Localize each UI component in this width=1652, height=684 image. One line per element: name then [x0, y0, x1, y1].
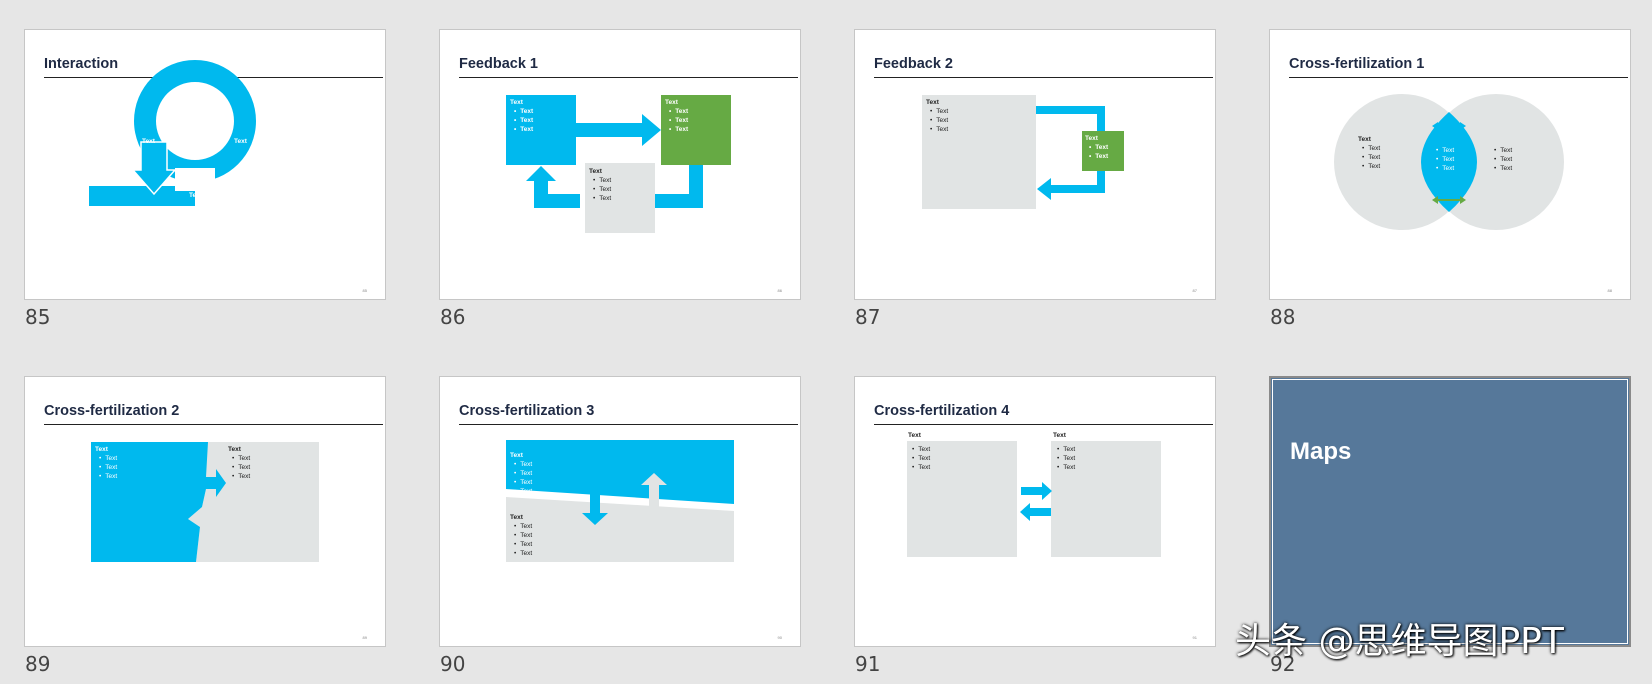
right-block-text: Text Text Text Text — [228, 445, 250, 481]
slide-thumbnail-89[interactable]: Cross-fertilization 2 Text Text Text Tex… — [24, 376, 386, 647]
slide-number-91: 91 — [855, 652, 881, 676]
slide-title: Cross-fertilization 1 — [1289, 56, 1425, 72]
loop-arrow-graphic — [89, 59, 256, 206]
left-block-text: Text Text Text Text — [95, 445, 117, 481]
box-c-text: Text Text Text Text — [589, 167, 611, 203]
page-number: 91 — [1192, 635, 1197, 640]
title-rule — [1289, 77, 1628, 78]
slide-title: Cross-fertilization 3 — [459, 403, 595, 419]
loop-label-top: Text — [189, 99, 202, 106]
title-rule — [459, 424, 798, 425]
slide-title: Feedback 1 — [459, 56, 538, 72]
title-rule — [459, 77, 798, 78]
bottom-block-text: Text Text Text Text Text — [510, 513, 532, 558]
slide-title: Interaction — [44, 56, 119, 72]
page-number: 89 — [362, 635, 367, 640]
top-block-text: Text Text Text Text Text — [510, 451, 532, 496]
slide-number-86: 86 — [440, 305, 466, 329]
page-number: 90 — [777, 635, 782, 640]
center-text: Text Text Text — [1432, 146, 1454, 173]
left-block-text: Text Text Text Text — [908, 431, 930, 472]
page-number: 85 — [362, 288, 367, 293]
slide-thumbnail-85[interactable]: Interaction Text Text Text Text 85 — [24, 29, 386, 300]
slide-number-87: 87 — [855, 305, 881, 329]
watermark-text: 头条 @思维导图PPT — [1235, 621, 1564, 662]
loop-label-right: Text — [234, 138, 247, 145]
title-rule — [44, 424, 383, 425]
slide-title: Cross-fertilization 4 — [874, 403, 1010, 419]
exchange-arrows-graphic — [907, 441, 1161, 557]
page-number: 87 — [1192, 288, 1197, 293]
title-rule — [874, 77, 1213, 78]
box-b-text: Text Text Text — [1085, 134, 1108, 161]
puzzle-split-graphic — [91, 442, 319, 562]
box-a-text: Text Text Text Text — [510, 98, 533, 134]
loop-label-left: Text — [142, 138, 155, 145]
slide-number-89: 89 — [25, 652, 51, 676]
slide-title: Cross-fertilization 2 — [44, 403, 180, 419]
left-circle-text: Text Text Text Text — [1358, 135, 1380, 171]
slide-thumbnail-90[interactable]: Cross-fertilization 3 Text Text Text Tex… — [439, 376, 801, 647]
slide-number-92: 92 — [1270, 652, 1296, 676]
page-number: 86 — [777, 288, 782, 293]
section-title: Maps — [1290, 438, 1352, 465]
slide-thumbnail-86[interactable]: Feedback 1 Text Text Text Text Text Text… — [439, 29, 801, 300]
title-rule — [874, 424, 1213, 425]
slide-number-90: 90 — [440, 652, 466, 676]
loop-label-bottom: Text — [189, 192, 202, 199]
feedback-arrows-graphic — [506, 95, 731, 233]
slide-thumbnail-91[interactable]: Cross-fertilization 4 Text Text Text Tex… — [854, 376, 1216, 647]
venn-graphic — [1334, 94, 1564, 230]
right-circle-text: Text Text Text — [1490, 146, 1512, 173]
feedback-loop-graphic — [922, 95, 1124, 209]
slide-thumbnail-87[interactable]: Feedback 2 Text Text Text Text Text Text… — [854, 29, 1216, 300]
page-number: 88 — [1607, 288, 1612, 293]
horizontal-split-graphic — [506, 440, 734, 562]
slide-number-88: 88 — [1270, 305, 1296, 329]
box-b-text: Text Text Text Text — [665, 98, 688, 134]
right-block-text: Text Text Text Text — [1053, 431, 1075, 472]
slide-number-85: 85 — [25, 305, 51, 329]
slide-thumbnail-88[interactable]: Cross-fertilization 1 Text Text Text Tex… — [1269, 29, 1631, 300]
box-a-text: Text Text Text Text — [926, 98, 948, 134]
slide-title: Feedback 2 — [874, 56, 953, 72]
slide-thumbnail-92[interactable]: Maps — [1269, 376, 1631, 647]
